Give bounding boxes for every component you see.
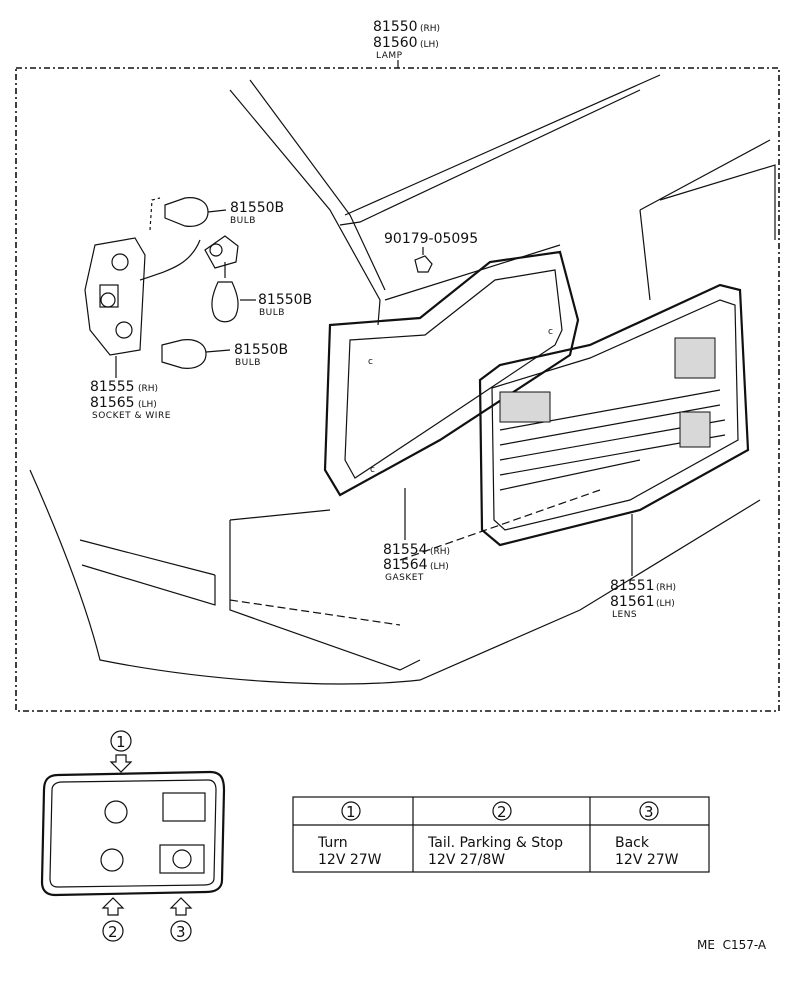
socket-lh-tag: (LH) (138, 400, 157, 410)
table-cell-spec-1: 12V 27W (318, 852, 382, 868)
bulb-low-caption: BULB (235, 358, 261, 368)
gasket-pn-lh: 81564 (383, 557, 428, 573)
table-cell-name-3: Back (615, 835, 650, 851)
bulb-back-icon (172, 849, 192, 869)
bulb-back-frame-icon (159, 844, 205, 874)
arrow-up-icon (169, 897, 193, 916)
lens-pn-rh: 81551 (610, 578, 655, 594)
marker-1: 1 (109, 730, 133, 773)
marker-3: 3 (169, 897, 193, 942)
bulb-low-icon (161, 339, 231, 369)
bulb-top-icon (164, 197, 227, 227)
reflector-window-icon (162, 792, 206, 822)
marker-2-number: 2 (108, 923, 118, 941)
table-cell-spec-3: 12V 27W (615, 852, 679, 868)
lamp-pn-rh: 81550 (373, 19, 418, 35)
marker-1-number: 1 (116, 733, 126, 751)
nut-icon (414, 247, 433, 273)
assembly-frame (15, 67, 780, 712)
lamp-label: 81550 (RH) 81560 (LH) LAMP (373, 19, 440, 68)
socket-caption: SOCKET & WIRE (92, 411, 171, 421)
bulb-low-pn: 81550B (234, 342, 288, 358)
gasket-clip-mark: c (368, 357, 373, 367)
gasket-lh-tag: (LH) (430, 562, 449, 572)
bulb-top-caption: BULB (230, 216, 256, 226)
bulb-turn-icon (104, 800, 128, 824)
lens-pn-lh: 81561 (610, 594, 655, 610)
table-header-1: 1 (346, 803, 356, 821)
arrow-down-icon (109, 754, 133, 773)
lens-outline (478, 283, 750, 576)
gasket-clip-mark-3: c (548, 327, 553, 337)
table-header-3: 3 (644, 803, 654, 821)
lamp-lh-tag: (LH) (420, 40, 439, 50)
bulb-mid-pn: 81550B (258, 292, 312, 308)
lens-lh-tag: (LH) (656, 599, 675, 609)
socket-rh-tag: (RH) (138, 384, 158, 394)
car-body (29, 74, 776, 685)
lamp-caption: LAMP (376, 51, 403, 61)
gasket-pn-rh: 81554 (383, 542, 428, 558)
table-cell-spec-2: 12V 27/8W (428, 852, 505, 868)
marker-2: 2 (101, 897, 125, 942)
bulb-socket-holder (204, 235, 239, 278)
gasket-clip-mark-2: c (370, 465, 375, 475)
bulb-tail-icon (100, 848, 124, 872)
lamp-face-diagram (40, 770, 226, 897)
diagram-reference-code: ME C157-A (697, 938, 767, 952)
gasket-caption: GASKET (385, 573, 424, 583)
socket-and-wire (84, 197, 201, 378)
table-header-2: 2 (497, 803, 507, 821)
bulb-spec-table: 1 2 3 Turn 12V 27W Tail. Parking & Stop … (292, 796, 710, 873)
marker-3-number: 3 (176, 923, 186, 941)
arrow-up-icon (101, 897, 125, 916)
bulb-top-pn: 81550B (230, 200, 284, 216)
bulb-mid-caption: BULB (259, 308, 285, 318)
table-cell-name-1: Turn (317, 835, 348, 851)
lamp-rh-tag: (RH) (420, 24, 440, 34)
table-cell-name-2: Tail. Parking & Stop (427, 835, 563, 851)
lamp-pn-lh: 81560 (373, 35, 418, 51)
nut-pn: 90179-05095 (384, 231, 478, 247)
lens-rh-tag: (RH) (656, 583, 676, 593)
socket-pn-rh: 81555 (90, 379, 135, 395)
gasket-rh-tag: (RH) (430, 547, 450, 557)
gasket-outline: c c c (323, 250, 580, 540)
lens-caption: LENS (612, 610, 637, 620)
bulb-mid-icon (211, 281, 256, 323)
socket-pn-lh: 81565 (90, 395, 135, 411)
